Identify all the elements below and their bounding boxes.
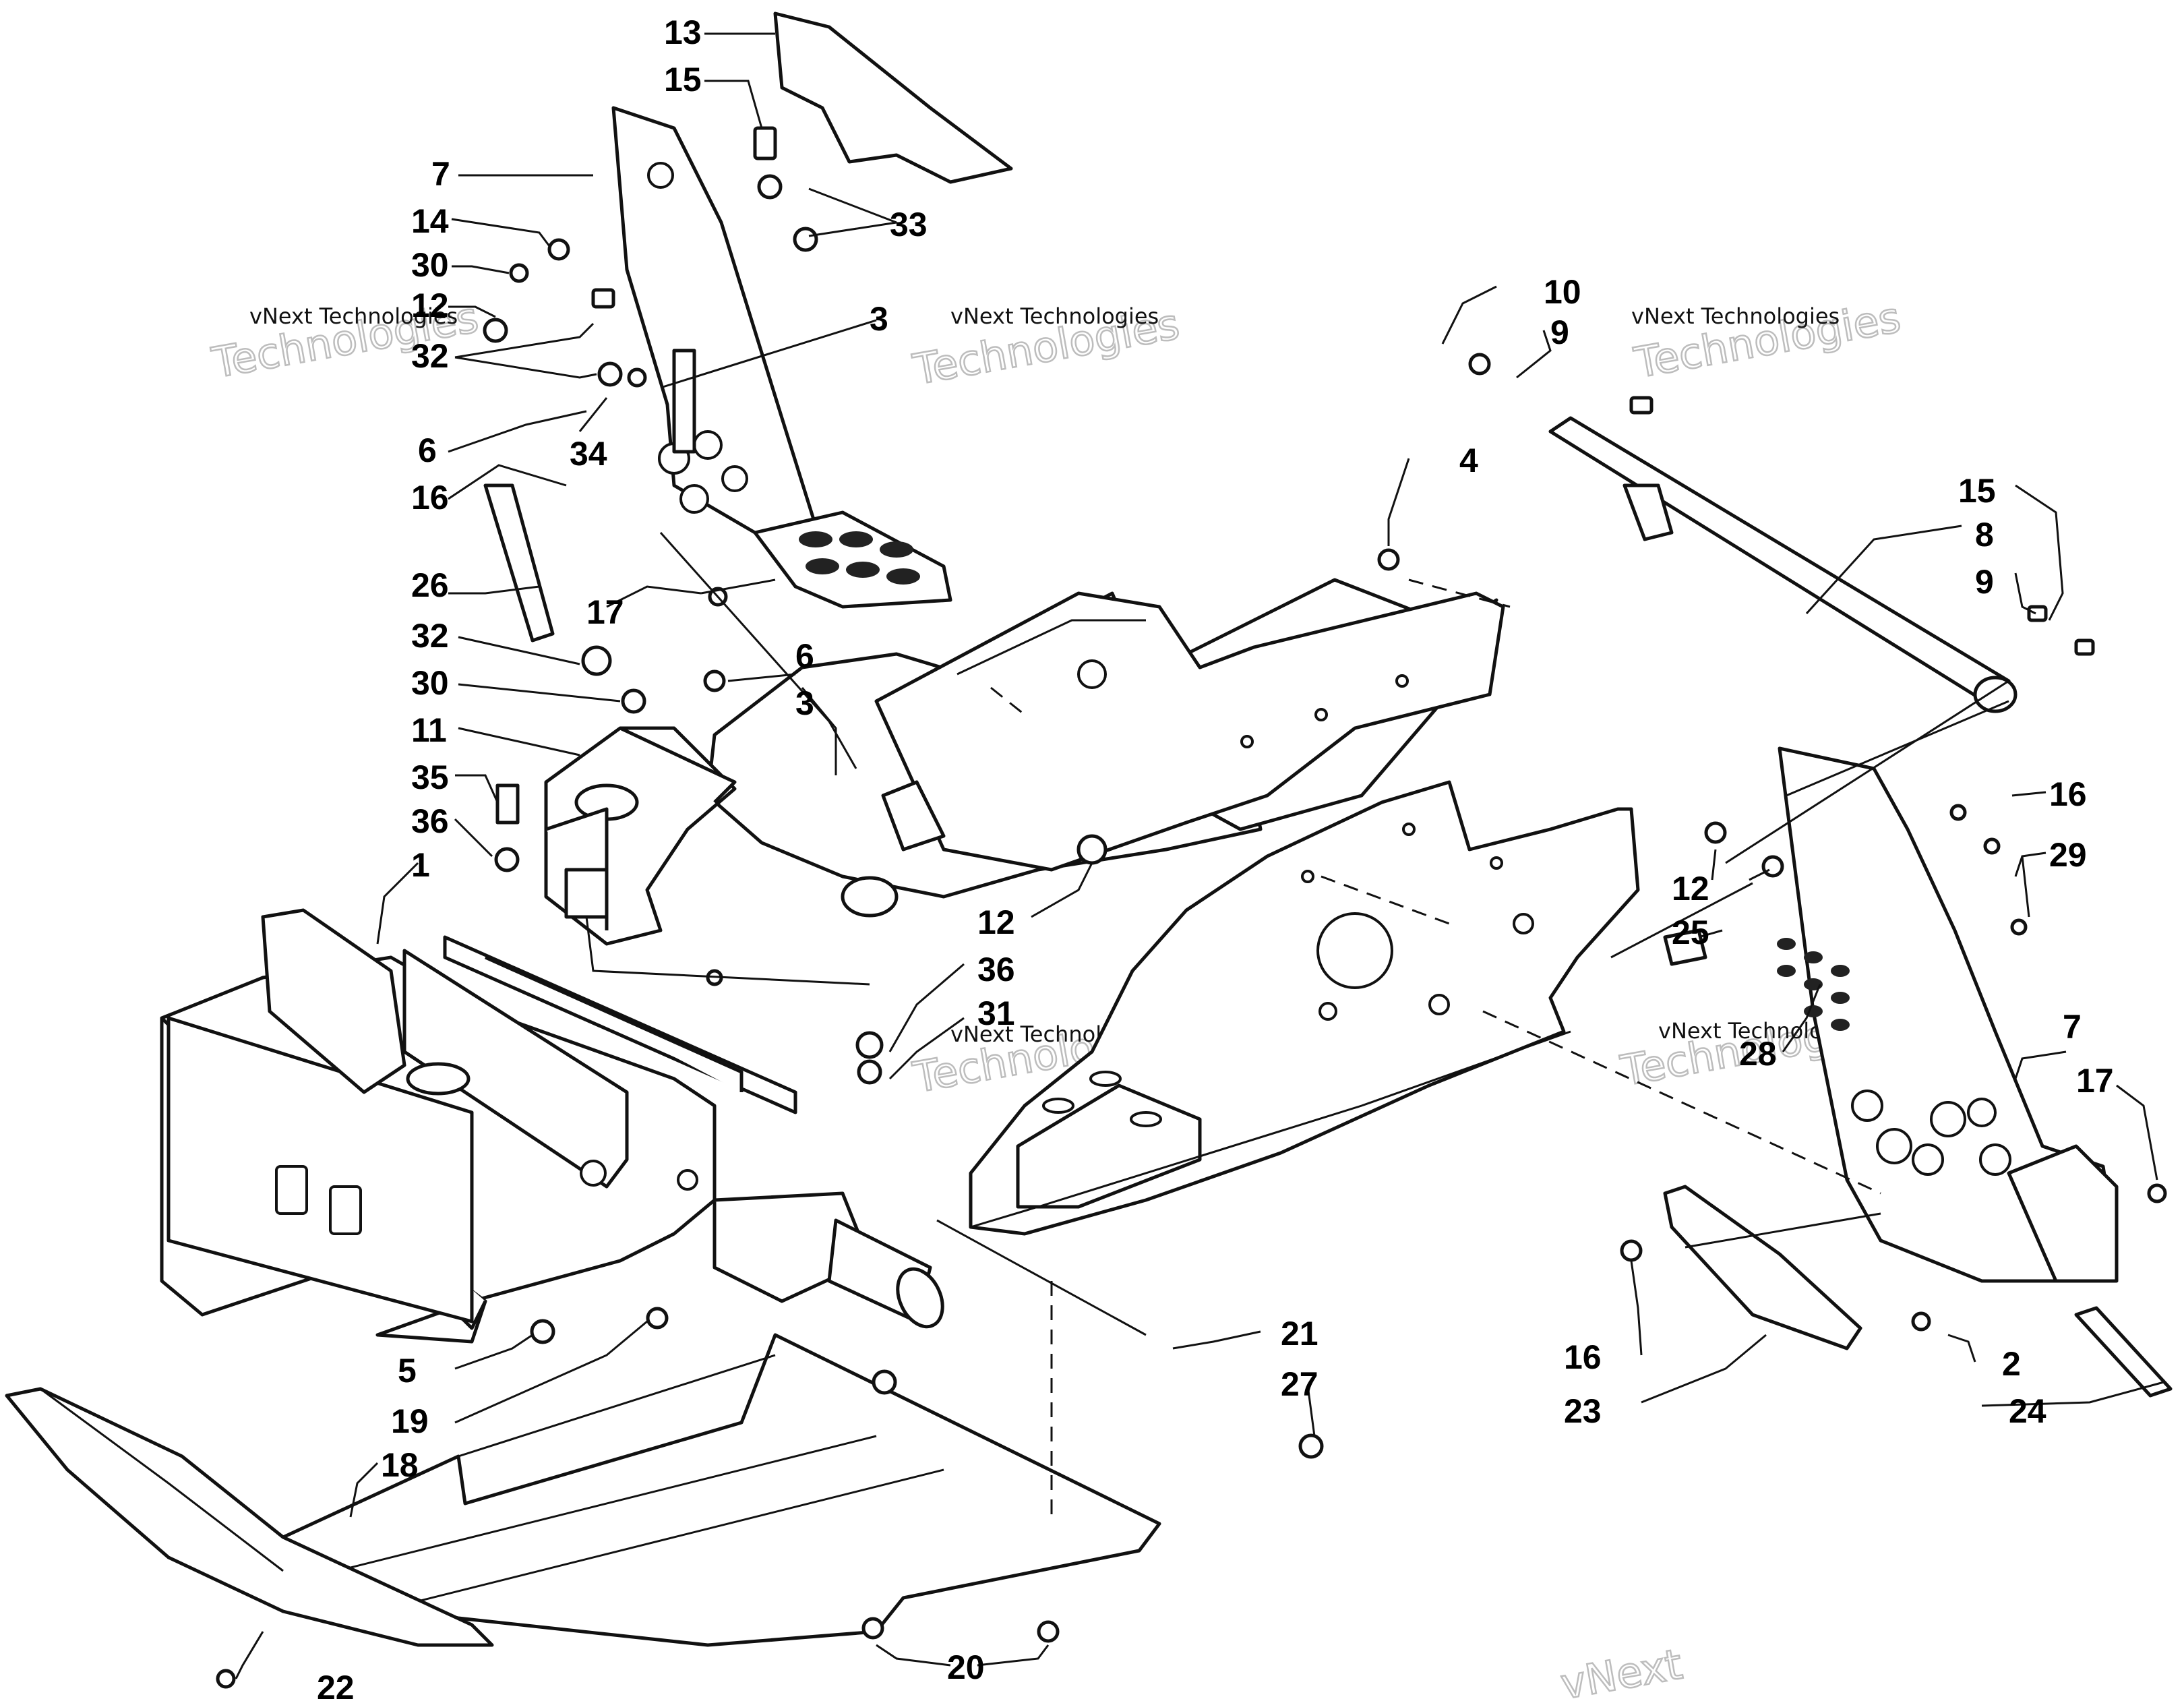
callout-10: 10 <box>1544 273 1581 311</box>
callout-36: 36 <box>411 802 449 840</box>
callout-32: 32 <box>411 617 449 655</box>
callout-9: 9 <box>1975 563 1994 601</box>
engine-mount <box>544 726 737 946</box>
callout-35: 35 <box>411 758 449 796</box>
callout-12: 12 <box>1672 870 1709 907</box>
callout-12: 12 <box>411 287 449 324</box>
rear-bumper-mount <box>1548 416 2173 1398</box>
callout-17: 17 <box>2076 1062 2114 1100</box>
callout-5: 5 <box>398 1352 417 1390</box>
front-skid-plate <box>5 1387 494 1647</box>
callout-6: 6 <box>795 637 814 675</box>
callout-14: 14 <box>411 202 449 240</box>
callout-22: 22 <box>317 1669 355 1699</box>
callout-2: 2 <box>2002 1345 2021 1383</box>
callout-30: 30 <box>411 246 449 284</box>
tunnel-cutout <box>1316 912 1393 989</box>
callout-18: 18 <box>381 1446 419 1484</box>
callout-16: 16 <box>1564 1338 1602 1376</box>
callout-21: 21 <box>1281 1315 1318 1352</box>
callout-24: 24 <box>2009 1392 2046 1430</box>
callout-23: 23 <box>1564 1392 1602 1430</box>
callout-3: 3 <box>795 684 814 722</box>
callout-7: 7 <box>2063 1008 2082 1046</box>
callout-31: 31 <box>977 994 1015 1032</box>
callout-3: 3 <box>870 300 888 338</box>
callout-8: 8 <box>1975 516 1994 554</box>
callout-12: 12 <box>977 903 1015 941</box>
watermark-text: vNext Technologies <box>950 303 1159 329</box>
callout-25: 25 <box>1672 914 1709 951</box>
callout-30: 30 <box>411 664 449 702</box>
chassis-tunnel <box>706 578 1640 1236</box>
callout-4: 4 <box>1459 442 1478 479</box>
watermark-text: vNext Technologies <box>249 303 458 329</box>
callout-17: 17 <box>586 593 624 631</box>
callout-6: 6 <box>418 431 437 469</box>
leader-lines <box>235 32 2164 1679</box>
callout-36: 36 <box>977 951 1015 988</box>
watermark-outline: vNext <box>1557 1639 1686 1699</box>
callout-9: 9 <box>1550 314 1569 351</box>
callout-15: 15 <box>664 61 702 98</box>
front-bulkhead <box>160 780 946 1344</box>
steering-support <box>483 11 1013 643</box>
callout-labels: 13 15 7 14 33 30 12 3 32 6 34 16 26 17 3… <box>317 13 2114 1699</box>
callout-28: 28 <box>1739 1035 1777 1073</box>
callout-13: 13 <box>664 13 702 51</box>
callout-26: 26 <box>411 566 449 604</box>
callout-15: 15 <box>1958 472 1996 510</box>
callout-7: 7 <box>431 155 450 193</box>
callout-20: 20 <box>947 1648 985 1686</box>
callout-33: 33 <box>890 206 928 243</box>
watermark-text: vNext Technologies <box>1631 303 1840 329</box>
callout-34: 34 <box>570 435 607 473</box>
callout-11: 11 <box>411 711 447 749</box>
callout-16: 16 <box>2049 775 2087 813</box>
callout-32: 32 <box>411 337 449 375</box>
callout-16: 16 <box>411 479 449 516</box>
callout-27: 27 <box>1281 1365 1318 1403</box>
callout-29: 29 <box>2049 836 2087 874</box>
callout-1: 1 <box>411 846 430 884</box>
callout-19: 19 <box>391 1402 429 1440</box>
